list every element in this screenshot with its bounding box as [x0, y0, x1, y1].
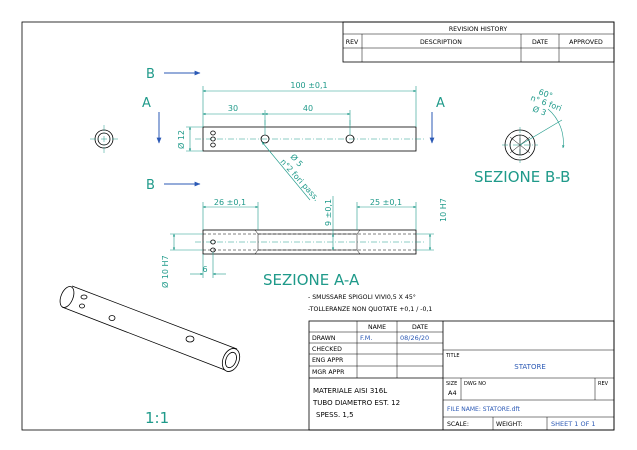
row-drawn-date: 08/26/20 [400, 334, 429, 342]
revision-col-description: DESCRIPTION [420, 39, 462, 46]
isometric-view [59, 285, 241, 372]
section-a-a-view: 26 ±0,1 25 ±0,1 9 ±0,1 10 H7 Ø 10 H7 6 S… [160, 196, 448, 289]
dim-10h7-right: 10 H7 [439, 198, 448, 222]
row-drawn-name: F.M. [360, 334, 372, 342]
sheet-number: SHEET 1 OF 1 [551, 420, 596, 428]
dwg-no-label: DWG NO [464, 381, 486, 387]
revision-col-date: DATE [532, 39, 548, 46]
section-b-b-title: SEZIONE B-B [474, 168, 570, 186]
size-label: SIZE [446, 381, 457, 387]
material-line-1: MATERIALE AISI 316L [313, 387, 387, 395]
section-b-b-view: 60° n° 6 fori Ø 3 SEZIONE B-B [474, 87, 570, 186]
row-mgr-appr-label: MGR APPR [312, 369, 345, 376]
dim-diameter-12: Ø 12 [176, 130, 186, 149]
rev-label: REV [598, 381, 609, 387]
section-label-a-left: A [142, 96, 151, 111]
dim-overall-length: 100 ±0,1 [290, 81, 327, 90]
section-label-b-top: B [146, 67, 155, 82]
revision-history-title: REVISION HISTORY [449, 26, 507, 33]
title-block: NAME DATE DRAWN F.M. 08/26/20 CHECKED EN… [308, 320, 615, 431]
dim-26: 26 ±0,1 [214, 198, 246, 207]
dim-diameter-10h7-left: Ø 10 H7 [160, 255, 170, 288]
revision-history-table: REVISION HISTORY REV DESCRIPTION DATE AP… [342, 21, 615, 63]
dim-30: 30 [228, 104, 238, 113]
material-line-3: SPESS. 1,5 [316, 411, 354, 419]
end-view [90, 125, 118, 153]
note-tolerances: -TOLLERANZE NON QUOTATE +0,1 / -0,1 [308, 306, 432, 313]
row-checked-label: CHECKED [312, 346, 342, 353]
section-label-b-bottom: B [146, 178, 155, 193]
title-field-label: TITLE [445, 353, 460, 359]
tube-top-view: 100 ±0,1 30 40 Ø 12 Ø 5 n°2 fori pass. [176, 81, 424, 203]
dim-6: 6 [202, 265, 207, 274]
dim-40: 40 [303, 104, 313, 113]
holes-diameter-label: Ø 3 [531, 103, 548, 117]
revision-col-approved: APPROVED [569, 39, 603, 46]
revision-col-rev: REV [346, 39, 359, 46]
row-drawn-label: DRAWN [312, 335, 336, 342]
section-markers: A A B B [142, 67, 445, 193]
section-label-a-right: A [436, 96, 445, 111]
dim-25: 25 ±0,1 [370, 198, 402, 207]
scale-indicator: 1:1 [145, 409, 169, 427]
section-a-a-title: SEZIONE A-A [263, 271, 360, 289]
note-chamfer: - SMUSSARE SPIGOLI VIVI0,5 X 45° [308, 293, 416, 301]
weight-label: WEIGHT: [496, 421, 522, 428]
title-block-col-date: DATE [412, 324, 428, 331]
row-eng-appr-label: ENG APPR [312, 357, 344, 364]
scale-label: SCALE: [447, 421, 469, 428]
file-name: FILE NAME: STATORE.dft [447, 406, 520, 413]
size-value: A4 [448, 389, 457, 397]
material-line-2: TUBO DIAMETRO EST. 12 [312, 399, 400, 407]
title-block-col-name: NAME [368, 324, 386, 331]
dim-9: 9 ±0,1 [324, 199, 333, 226]
title-field-value: STATORE [514, 363, 546, 371]
